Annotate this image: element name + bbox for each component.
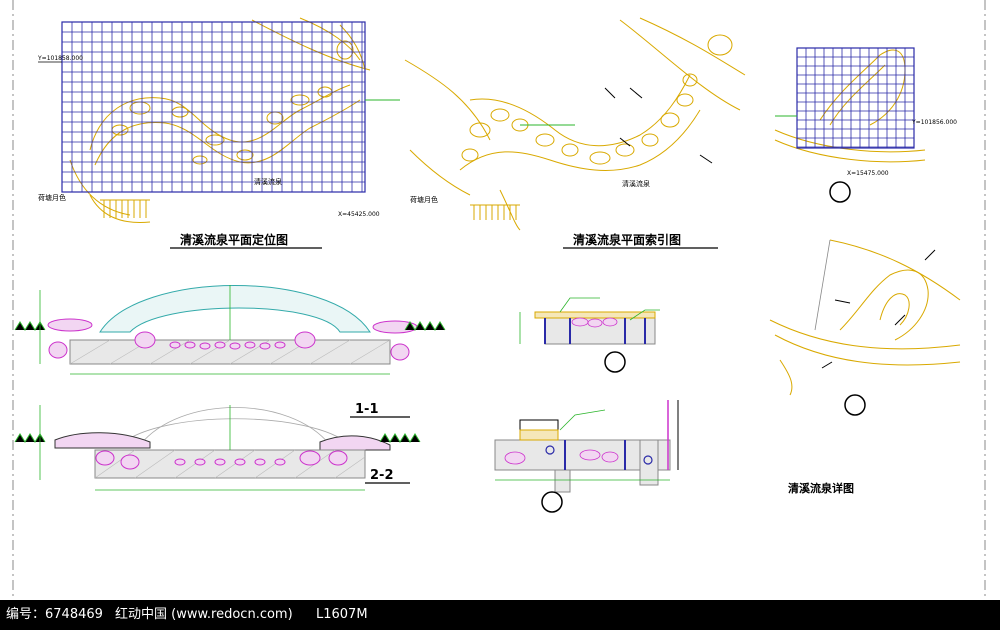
grid-frame <box>61 21 366 193</box>
index-plan-stream-bottom <box>459 109 701 171</box>
index-cut-mark-3 <box>619 137 631 147</box>
footer-bar: 编号：6748469 红动中国 (www.redocn.com) L1607M <box>0 600 1000 630</box>
detail-plan-cut-1 <box>834 299 851 304</box>
section-2-slab <box>94 449 366 479</box>
location-plan-coord-y: Y=101858.000 <box>37 55 83 62</box>
index-plan-annotations: 清溪流泉 荷塘月色 清溪流泉平面索引图 <box>410 87 718 249</box>
index-plan-stream-top <box>469 74 691 147</box>
detail-plan-title: 清溪流泉详图 <box>788 481 854 495</box>
cad-drawing-sheet: Y=101858.000 X=45425.000 清溪流泉 荷塘月色 清溪流泉平… <box>12 0 986 600</box>
location-plan-title: 清溪流泉平面定位图 <box>180 232 288 247</box>
index-plan-stream-label: 清溪流泉 <box>622 179 650 188</box>
detail-grid-coord-y: Y=101856.000 <box>911 119 957 126</box>
grid-frame <box>796 47 915 149</box>
detail-grid-index-circle <box>829 181 851 203</box>
section-2: 2-2 <box>14 405 421 491</box>
index-cut-mark-2 <box>629 87 643 99</box>
small-section-b-index-circle <box>541 491 563 513</box>
index-plan-ring-2 <box>639 17 746 76</box>
section-2-label: 2-2 <box>370 468 394 483</box>
footer-code: L1607M <box>316 607 368 622</box>
detail-grid-coord-x: X=15475.000 <box>847 170 889 177</box>
section-1: 1-1 <box>14 285 446 418</box>
small-section-a <box>519 297 660 373</box>
section-1-slab <box>69 339 391 365</box>
index-plan-arc-inner <box>409 149 471 196</box>
detail-grid: Y=101856.000 X=15475.000 <box>774 47 957 203</box>
section-1-arch <box>99 285 371 333</box>
index-plan-pavilion-label: 荷塘月色 <box>410 195 438 204</box>
index-plan-arc-outer <box>404 59 491 141</box>
location-plan-pavilion-label: 荷塘月色 <box>38 193 66 202</box>
location-plan-grid <box>61 21 366 193</box>
detail-plan-cut-4 <box>821 361 833 369</box>
detail-grid-lines <box>796 47 915 149</box>
index-plan-pond <box>499 189 521 231</box>
small-section-b <box>494 400 679 513</box>
detail-plan: 清溪流泉详图 <box>769 239 961 495</box>
location-plan-stream-label: 清溪流泉 <box>254 177 282 186</box>
detail-plan-index-circle <box>844 394 866 416</box>
small-section-a-index-circle <box>604 351 626 373</box>
index-cut-mark-1 <box>604 87 616 99</box>
index-plan <box>404 17 746 231</box>
location-plan: Y=101858.000 X=45425.000 清溪流泉 荷塘月色 清溪流泉平… <box>37 17 400 249</box>
section-2-stone <box>54 432 151 449</box>
footer-id: 编号：6748469 <box>6 607 103 622</box>
footer-site: 红动中国 (www.redocn.com) <box>115 607 293 622</box>
detail-plan-cut-3 <box>894 314 906 326</box>
index-cut-mark-4 <box>699 154 713 164</box>
index-plan-title: 清溪流泉平面索引图 <box>573 232 681 247</box>
location-plan-coord-x: X=45425.000 <box>338 211 380 218</box>
index-plan-ring <box>619 19 741 111</box>
detail-plan-cut-2 <box>924 249 936 261</box>
section-1-label: 1-1 <box>355 402 379 417</box>
